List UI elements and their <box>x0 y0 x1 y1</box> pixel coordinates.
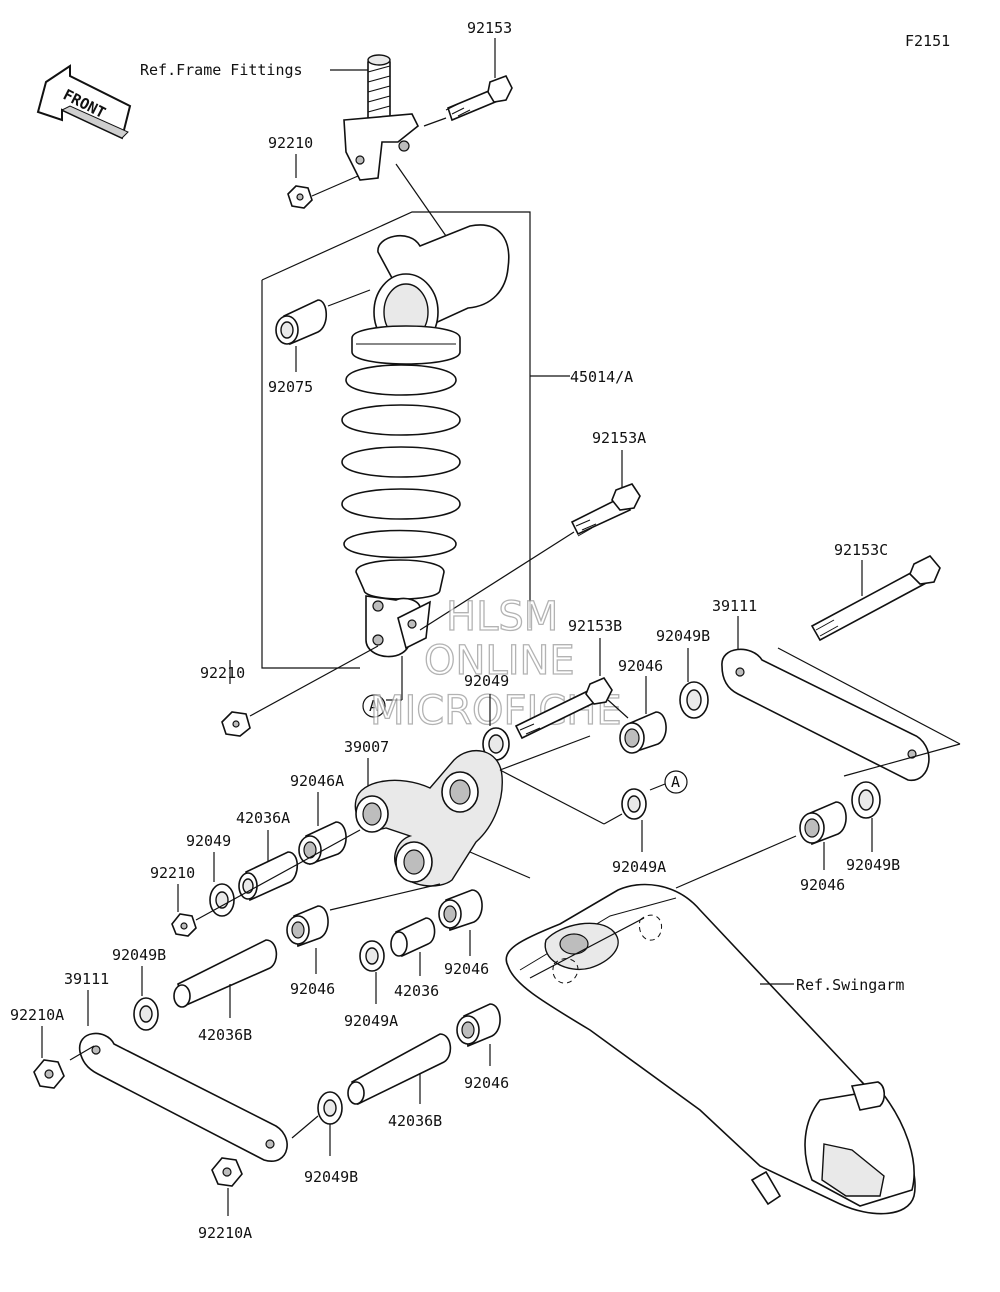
label-92153B: 92153B <box>568 617 622 635</box>
washer-92049A-mid <box>359 940 385 972</box>
shock-absorber <box>341 224 510 658</box>
washer-92049-mid <box>482 727 510 761</box>
callout-a-right: A <box>664 770 688 794</box>
label-92046A: 92046A <box>290 772 344 790</box>
label-92210A-low: 92210A <box>198 1224 252 1242</box>
washer-92049B-left <box>133 997 159 1031</box>
nut-92210A-left <box>33 1059 65 1089</box>
label-92210-mid: 92210 <box>200 664 245 682</box>
label-42036B-left: 42036B <box>198 1026 252 1044</box>
nut-92210A-low <box>211 1157 243 1187</box>
nut-92210-top <box>287 185 313 209</box>
collar-42036 <box>390 917 436 958</box>
label-39007: 39007 <box>344 738 389 756</box>
rocker-39007 <box>354 750 503 887</box>
bearing-92046A <box>298 821 347 866</box>
diagram-code: F2151 <box>905 32 950 50</box>
svg-text:A: A <box>671 773 680 791</box>
label-92075: 92075 <box>268 378 313 396</box>
label-92049B-r2: 92049B <box>846 856 900 874</box>
label-92046-r1: 92046 <box>618 657 663 675</box>
label-92049A-mid: 92049A <box>344 1012 398 1030</box>
label-45014A: 45014/A <box>570 368 633 386</box>
label-92049A-right: 92049A <box>612 858 666 876</box>
svg-text:A: A <box>369 697 378 715</box>
label-92049B-r1: 92049B <box>656 627 710 645</box>
collar-92075 <box>275 299 328 346</box>
label-92049-left: 92049 <box>186 832 231 850</box>
washer-92049A-right <box>621 788 647 820</box>
bearing-92046-r1 <box>619 711 667 754</box>
label-42036: 42036 <box>394 982 439 1000</box>
sleeve-42036B-left <box>173 939 278 1008</box>
front-arrow-icon: FRONT <box>36 64 132 140</box>
label-39111-left: 39111 <box>64 970 109 988</box>
label-42036A: 42036A <box>236 809 290 827</box>
ref-swingarm: Ref.Swingarm <box>796 976 904 994</box>
label-92049B-left: 92049B <box>112 946 166 964</box>
label-92153A: 92153A <box>592 429 646 447</box>
label-39111-right: 39111 <box>712 597 757 615</box>
link-39111-right <box>721 648 930 781</box>
sleeve-42036B-low <box>347 1033 452 1106</box>
bolt-92153B <box>514 677 613 740</box>
frame-bracket <box>343 54 420 181</box>
ref-frame-fittings: Ref.Frame Fittings <box>140 61 303 79</box>
washer-92049B-r2 <box>851 781 881 819</box>
label-92210-top: 92210 <box>268 134 313 152</box>
label-92049B-low: 92049B <box>304 1168 358 1186</box>
label-92046-mid1: 92046 <box>290 980 335 998</box>
label-42036B-low: 42036B <box>388 1112 442 1130</box>
label-92153C: 92153C <box>834 541 888 559</box>
nut-92210-left <box>171 913 197 937</box>
washer-92049-left <box>209 883 235 917</box>
label-92210-left: 92210 <box>150 864 195 882</box>
washer-92049B-r1 <box>679 681 709 719</box>
label-92046-r2: 92046 <box>800 876 845 894</box>
bolt-92153A <box>570 483 641 537</box>
callout-a-top: A <box>362 694 386 718</box>
label-92046-mid2: 92046 <box>444 960 489 978</box>
bearing-92046-mid1 <box>286 905 329 948</box>
bearing-92046-r2 <box>799 801 847 846</box>
nut-92210-mid <box>221 711 251 737</box>
svg-text:HLSM: HLSM <box>446 594 558 640</box>
swingarm <box>505 883 916 1215</box>
label-92210A-left: 92210A <box>10 1006 64 1024</box>
svg-text:ONLINE: ONLINE <box>424 638 575 684</box>
watermark: HLSM ONLINE MICROFICHE <box>369 593 622 734</box>
label-92049-mid: 92049 <box>464 672 509 690</box>
bolt-92153 <box>445 74 513 122</box>
washer-92049B-low <box>317 1091 343 1125</box>
label-92046-low: 92046 <box>464 1074 509 1092</box>
bearing-92046-mid2 <box>438 889 483 932</box>
bearing-92046-low <box>456 1003 501 1048</box>
label-92153: 92153 <box>467 19 512 37</box>
link-39111-left <box>79 1032 288 1162</box>
bolt-92153C <box>810 555 941 642</box>
